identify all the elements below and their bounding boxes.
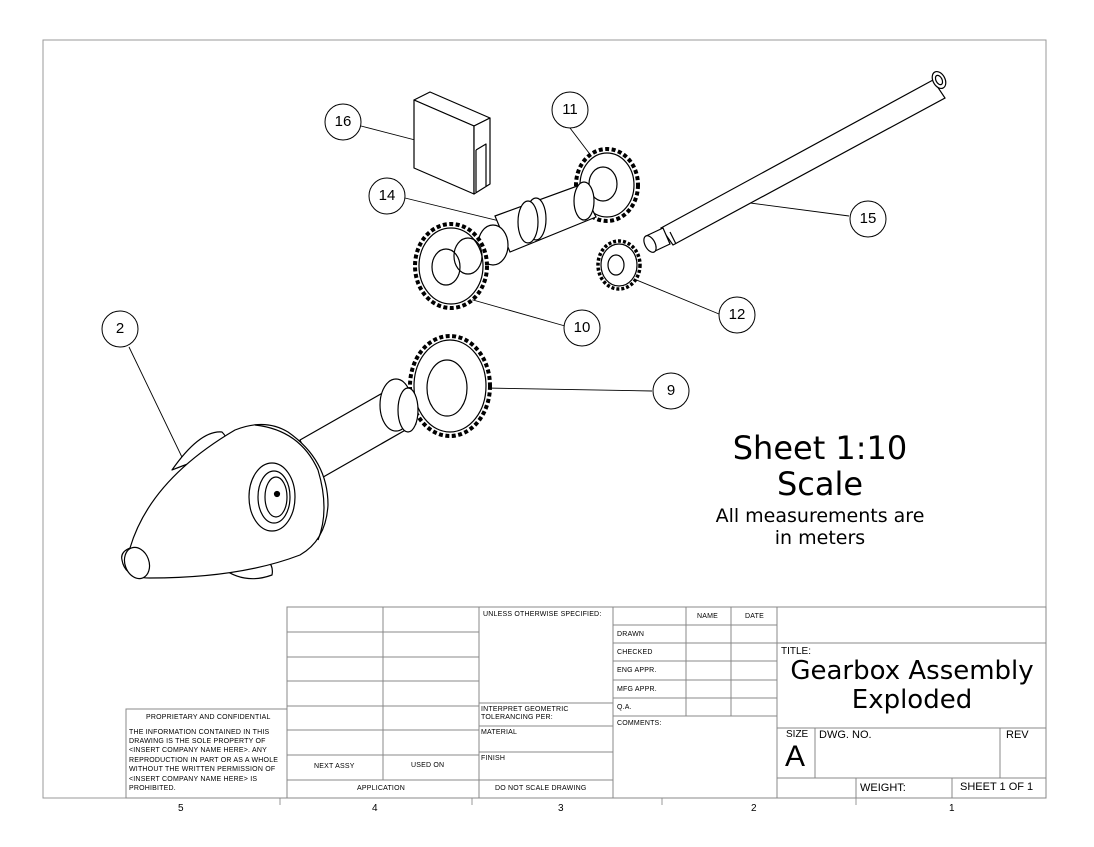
part-2-housing xyxy=(121,378,419,580)
col-name-header: NAME xyxy=(697,613,719,620)
rev-label: REV xyxy=(1006,729,1029,741)
dwg-no-label: DWG. NO. xyxy=(819,729,872,741)
interpret-label-1: INTERPRET GEOMETRIC xyxy=(481,706,569,713)
zone-ticks xyxy=(279,798,857,805)
drawing-title-line1: Gearbox Assembly xyxy=(790,656,1034,686)
note-units-line1: All measurements are xyxy=(715,505,925,527)
zone-number-2: 2 xyxy=(751,803,757,814)
proprietary-text-6: <INSERT COMPANY NAME HERE> IS xyxy=(129,776,258,783)
balloon-16-label: 16 xyxy=(334,113,352,130)
proprietary-text-4: REPRODUCTION IN PART OR AS A WHOLE xyxy=(129,757,279,764)
sheet-label: SHEET 1 OF 1 xyxy=(960,781,1034,793)
row-drawn-label: DRAWN xyxy=(617,631,645,638)
material-label: MATERIAL xyxy=(481,729,518,736)
part-15-shaft xyxy=(643,70,947,253)
note-scale-line2: Scale xyxy=(776,465,864,503)
weight-label: WEIGHT: xyxy=(860,782,906,794)
balloon-12-label: 12 xyxy=(728,306,746,323)
drawing-title-line2: Exploded xyxy=(851,685,973,715)
used-on-label: USED ON xyxy=(411,762,445,769)
size-value: A xyxy=(785,740,806,773)
zone-number-1: 1 xyxy=(949,803,955,814)
proprietary-text-7: PROHIBITED. xyxy=(129,785,176,792)
comments-label: COMMENTS: xyxy=(617,720,662,727)
proprietary-text-1: THE INFORMATION CONTAINED IN THIS xyxy=(129,729,270,736)
row-qa-label: Q.A. xyxy=(617,704,632,711)
balloons xyxy=(101,91,887,410)
next-assy-label: NEXT ASSY xyxy=(314,763,355,770)
unless-specified-label: UNLESS OTHERWISE SPECIFIED: xyxy=(483,611,602,618)
part-16-bracket xyxy=(413,91,491,195)
balloon-11-label: 11 xyxy=(562,101,578,118)
interpret-label-2: TOLERANCING PER: xyxy=(481,714,553,721)
title-label: TITLE: xyxy=(781,646,812,657)
row-eng-appr-label: ENG APPR. xyxy=(617,667,657,674)
note-units-line2: in meters xyxy=(774,527,866,549)
balloon-14-label: 14 xyxy=(378,187,396,204)
proprietary-text-3: <INSERT COMPANY NAME HERE>. ANY xyxy=(129,747,267,754)
zone-number-3: 3 xyxy=(558,803,564,814)
title-block-grid xyxy=(125,606,1047,799)
part-14-sleeve xyxy=(477,181,597,266)
part-10-gear xyxy=(413,222,489,310)
balloon-15-label: 15 xyxy=(859,210,877,227)
proprietary-text-5: WITHOUT THE WRITTEN PERMISSION OF xyxy=(129,766,276,773)
finish-label: FINISH xyxy=(481,755,506,762)
row-mfg-appr-label: MFG APPR. xyxy=(617,686,657,693)
zone-number-4: 4 xyxy=(372,803,378,814)
proprietary-title: PROPRIETARY AND CONFIDENTIAL xyxy=(146,714,271,721)
proprietary-text-2: DRAWING IS THE SOLE PROPERTY OF xyxy=(129,738,266,745)
do-not-scale-label: DO NOT SCALE DRAWING xyxy=(495,785,587,792)
zone-number-5: 5 xyxy=(178,803,184,814)
balloon-10-label: 10 xyxy=(573,319,591,336)
note-scale-line1: Sheet 1:10 xyxy=(732,429,908,467)
balloon-9-label: 9 xyxy=(666,382,676,399)
size-label: SIZE xyxy=(786,729,809,740)
application-label: APPLICATION xyxy=(357,785,405,792)
col-date-header: DATE xyxy=(745,613,764,620)
row-checked-label: CHECKED xyxy=(617,649,653,656)
part-12-gear xyxy=(596,239,642,291)
balloon-2-label: 2 xyxy=(115,320,125,337)
part-9-gear xyxy=(408,334,492,438)
